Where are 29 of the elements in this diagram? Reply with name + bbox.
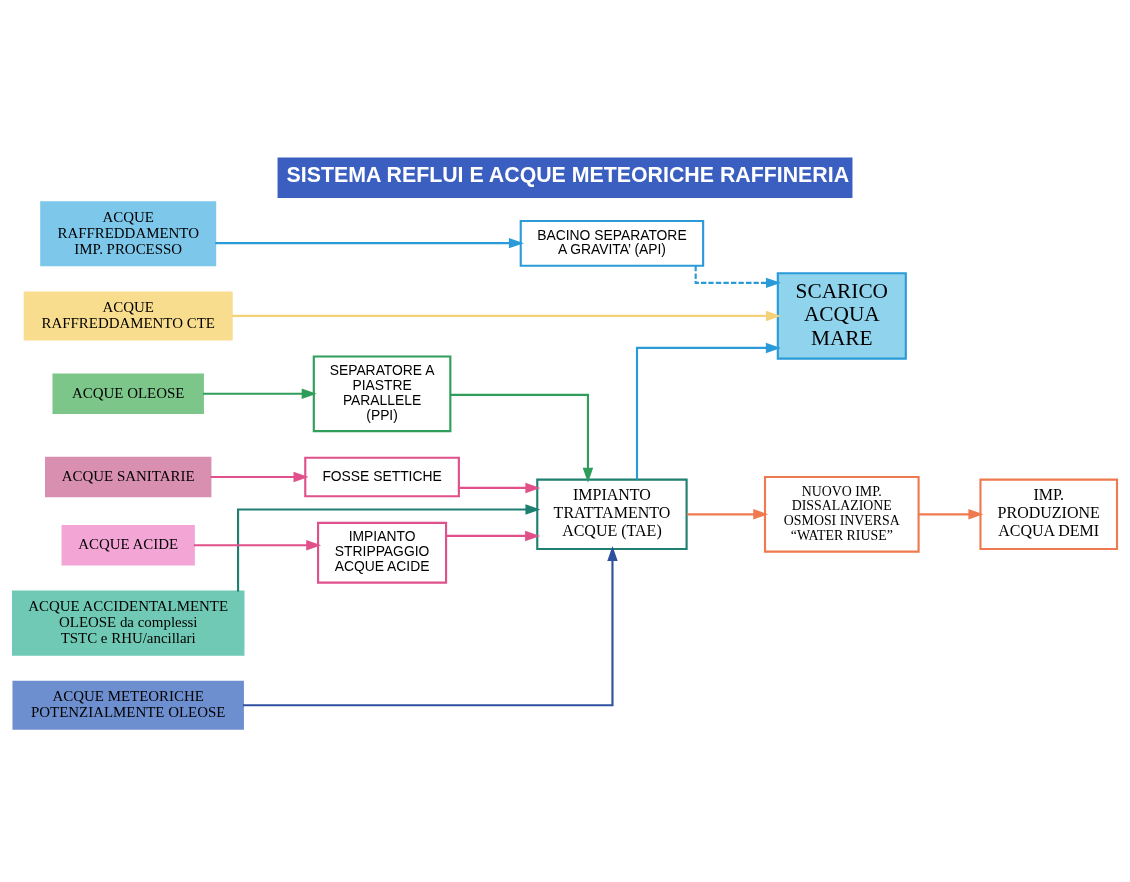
node-box: ACQUE RAFFREDDAMENTO CTE (23, 291, 233, 341)
node-box: ACQUE SANITARIE (45, 456, 212, 498)
arrow (203, 388, 317, 400)
arrow (635, 342, 781, 480)
arrow (918, 509, 984, 520)
node-box: IMP. PRODUZIONE ACQUA DEMI (979, 478, 1119, 551)
diagram-title: SISTEMA REFLUI E ACQUE METEORICHE RAFFINERIA (286, 163, 850, 188)
arrow (458, 482, 541, 494)
node-box: ACQUE METEORICHE POTENZIALMENTE OLEOSE (12, 680, 244, 730)
arrow (242, 546, 618, 707)
node-box: IMPIANTO TRATTAMENTO ACQUE (TAE) (536, 478, 688, 551)
arrow (686, 509, 769, 520)
node-box: FOSSE SETTICHE (304, 456, 460, 498)
arrow (210, 471, 309, 483)
node-box: ACQUE RAFFREDDAMENTO IMP. PROCESSO (40, 201, 217, 267)
arrow (237, 504, 541, 592)
node-box: NUOVO IMP. DISSALAZIONE OSMOSI INVERSA “WATER RIUSE” (763, 475, 920, 553)
arrow (446, 530, 541, 542)
node-box: IMPIANTO STRIPPAGGIO ACQUE ACIDE (317, 521, 448, 584)
node-box: ACQUE ACCIDENTALMENTE OLEOSE da complessi TSTC e RHU/ancillari (11, 590, 245, 656)
node-box: SEPARATORE A PIASTRE PARALLELE (PPI) (312, 355, 452, 433)
node-box: BACINO SEPARATORE A GRAVITA’ (API) (519, 219, 705, 267)
node-box: SCARICO ACQUA MARE (776, 272, 907, 360)
arrow (193, 540, 322, 551)
arrow (231, 310, 781, 322)
arrow (215, 237, 524, 249)
arrow (450, 393, 594, 483)
node-box: ACQUE ACIDE (61, 525, 195, 566)
node-box: ACQUE OLEOSE (52, 373, 204, 415)
